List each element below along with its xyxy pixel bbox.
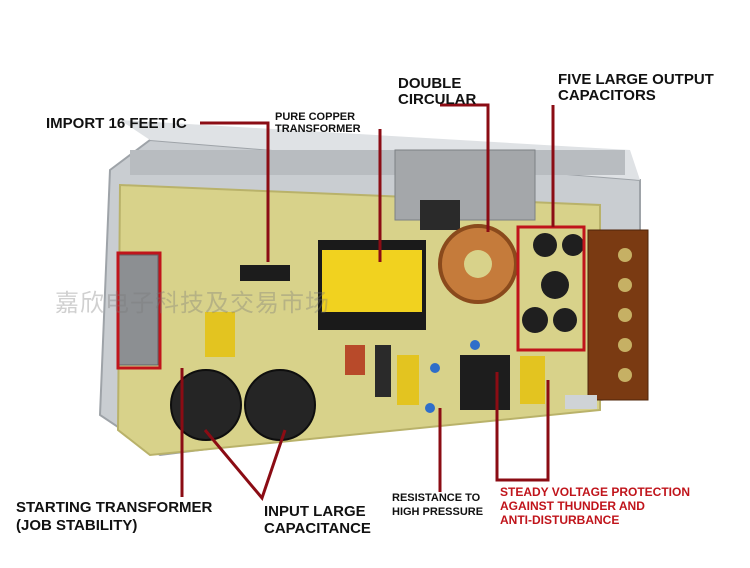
label-resistance-line1: RESISTANCE TO	[392, 492, 481, 504]
label-protection-line2: AGAINST THUNDER AND	[500, 499, 645, 513]
output-capacitors-highlight	[516, 225, 586, 352]
label-import-ic: IMPORT 16 FEET IC	[46, 115, 187, 132]
label-input-line1: INPUT LARGE	[264, 503, 366, 520]
label-protection-line1: STEADY VOLTAGE PROTECTION	[500, 485, 691, 499]
label-input-line2: CAPACITANCE	[264, 520, 371, 537]
label-capacitors-line2: CAPACITORS	[558, 87, 656, 104]
label-protection-line3: ANTI-DISTURBANCE	[500, 513, 620, 527]
label-starting-line2: (JOB STABILITY)	[16, 517, 138, 534]
watermark-text: 嘉欣电子科技及交易市场	[55, 289, 330, 317]
label-capacitors-line1: FIVE LARGE OUTPUT	[558, 71, 714, 88]
label-transformer-line2: TRANSFORMER	[275, 123, 361, 135]
label-resistance-line2: HIGH PRESSURE	[392, 506, 484, 518]
label-transformer-line1: PURE COPPER	[275, 111, 356, 123]
label-circular-line1: DOUBLE	[398, 75, 462, 92]
label-starting-line1: STARTING TRANSFORMER	[16, 499, 213, 516]
label-circular-line2: CIRCULAR	[398, 91, 477, 108]
starting-transformer-highlight	[116, 251, 162, 370]
